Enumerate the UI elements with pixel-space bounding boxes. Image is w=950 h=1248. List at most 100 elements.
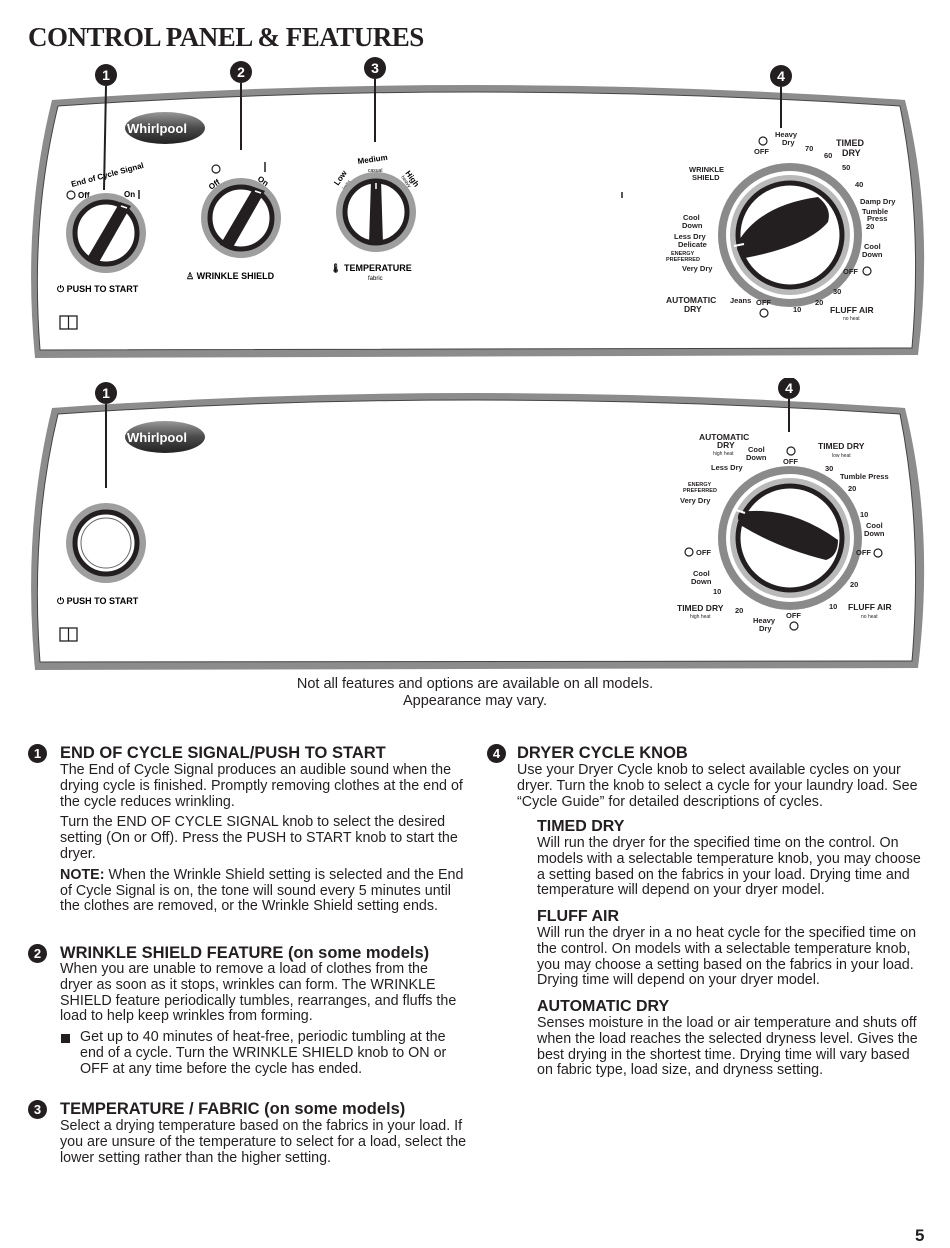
dial-timed-dry-bottom: TIMED DRY: [677, 603, 724, 613]
dial-timed-dry-top-sub: low heat: [832, 453, 851, 459]
timed-dry-heading: TIMED DRY: [537, 818, 625, 835]
dial-20r: 20: [850, 580, 858, 589]
temp-medium-label: Medium: [357, 153, 388, 166]
section-3-number: 3: [28, 1100, 47, 1119]
callout-2: 2: [230, 61, 252, 150]
logo-text: Whirlpool: [127, 430, 187, 445]
dial-timed-dry-bottom-sub: high heat: [690, 614, 711, 620]
whirlpool-logo: [125, 112, 205, 144]
logo-text: Whirlpool: [127, 121, 187, 136]
push-to-start-label-top: ⏻ PUSH TO START: [57, 284, 139, 294]
dial-timed-dry-top: TIMED DRY: [818, 441, 865, 451]
knob1-off-label: Off: [78, 191, 90, 200]
off-circle-icon: [789, 621, 799, 631]
temperature-knob[interactable]: Low knits Medium casual High heavy: [332, 153, 421, 252]
temperature-label-sub: fabric: [368, 276, 383, 282]
section-1-number: 1: [28, 744, 47, 763]
end-of-cycle-signal-knob[interactable]: End of Cycle Signal Off On: [66, 161, 146, 273]
temperature-label: 🌡 TEMPERATURE: [330, 263, 412, 273]
off-circle-icon: [684, 547, 694, 557]
dial-10: 10: [793, 305, 801, 314]
dial-very-dry: Very Dry: [682, 264, 713, 273]
section-4-number: 4: [487, 744, 506, 763]
callout-1-bottom: 1: [95, 382, 117, 488]
power-icon: ⏻: [57, 284, 67, 294]
section-2-p1: When you are unable to remove a load of …: [60, 961, 457, 1025]
dial-70: 70: [805, 144, 813, 153]
off-circle-icon: [873, 548, 883, 558]
dial-off-top: OFF: [783, 457, 798, 466]
dial-damp-dry: Damp Dry: [860, 197, 896, 206]
dryer-cycle-dial-top[interactable]: [718, 163, 862, 307]
dial-10r: 10: [829, 602, 837, 611]
off-circle-icon: [759, 308, 769, 318]
panel-frame: [31, 85, 925, 358]
wrinkle-shield-knob[interactable]: Off On: [201, 162, 281, 258]
section-1-p2: Turn the END OF CYCLE SIGNAL knob to sel…: [60, 814, 458, 862]
panel-frame: [31, 393, 925, 670]
automatic-dry-heading: AUTOMATIC DRY: [537, 998, 670, 1015]
temp-medium-sub: casual: [368, 168, 382, 174]
dial-fluff-air: FLUFF AIR: [830, 305, 874, 315]
timed-dry-text: Will run the dryer for the specified tim…: [537, 835, 921, 899]
dial-off-bottom: OFF: [786, 611, 801, 620]
callout-4-number: 4: [785, 380, 793, 396]
off-circle-icon: [862, 266, 872, 276]
section-1-note: NOTE: When the Wrinkle Shield setting is…: [60, 866, 470, 915]
automatic-dry-text: Senses moisture in the load or air tempe…: [537, 1015, 918, 1079]
dial-very-dry: Very Dry: [680, 496, 711, 505]
dial-less-dry: Less Dry: [674, 232, 707, 241]
dryer-cycle-dial-bottom[interactable]: [718, 466, 862, 610]
section-1-heading: END OF CYCLE SIGNAL/PUSH TO START: [60, 744, 386, 762]
shirt-icon: ♙: [186, 271, 197, 281]
dial-50: 50: [842, 163, 850, 172]
dial-20b: 20: [815, 298, 823, 307]
section-2-number: 2: [28, 944, 47, 963]
dial-off-right: OFF: [856, 548, 871, 557]
dial-60: 60: [824, 151, 832, 160]
note-text: When the Wrinkle Shield setting is selec…: [60, 866, 464, 915]
fluff-air-text: Will run the dryer in a no heat cycle fo…: [537, 925, 917, 989]
off-circle-icon: [786, 446, 796, 456]
callout-4-number: 4: [777, 68, 785, 84]
callout-1: 1: [95, 64, 117, 191]
section-2-bullet: Get up to 40 minutes of heat-free, perio…: [80, 1029, 447, 1077]
callout-2-number: 2: [237, 64, 245, 80]
fluff-air-heading: FLUFF AIR: [537, 908, 620, 925]
callout-4-bottom: 4: [778, 378, 800, 432]
dial-fluff-air-sub: no heat: [861, 614, 878, 620]
note-label: NOTE:: [60, 866, 105, 883]
callout-1-number: 1: [102, 67, 110, 83]
dial-30: 30: [833, 287, 841, 296]
dial-10: 10: [860, 510, 868, 519]
section-2-heading: WRINKLE SHIELD FEATURE (on some models): [60, 944, 430, 962]
dial-20: 20: [848, 484, 856, 493]
knob1-on-label: On: [124, 190, 135, 199]
caption-line-2: Appearance may vary.: [403, 693, 547, 709]
section-4-p1: Use your Dryer Cycle knob to select avai…: [517, 762, 918, 810]
push-to-start-button[interactable]: [66, 503, 146, 583]
thermometer-icon: 🌡: [330, 263, 341, 273]
control-panel-illustration-top: Whirlpool 1 2 3 4 End of Cycle Signal Of…: [31, 57, 925, 358]
callout-1-number: 1: [102, 385, 110, 401]
dial-less-dry: Less Dry: [711, 463, 744, 472]
dial-40: 40: [855, 180, 863, 189]
off-circle-icon: [66, 190, 76, 200]
callout-3: 3: [364, 57, 386, 142]
section-1-p1: The End of Cycle Signal produces an audi…: [60, 762, 463, 810]
dial-20l: 20: [735, 606, 743, 615]
section-3-p1: Select a drying temperature based on the…: [60, 1118, 467, 1166]
